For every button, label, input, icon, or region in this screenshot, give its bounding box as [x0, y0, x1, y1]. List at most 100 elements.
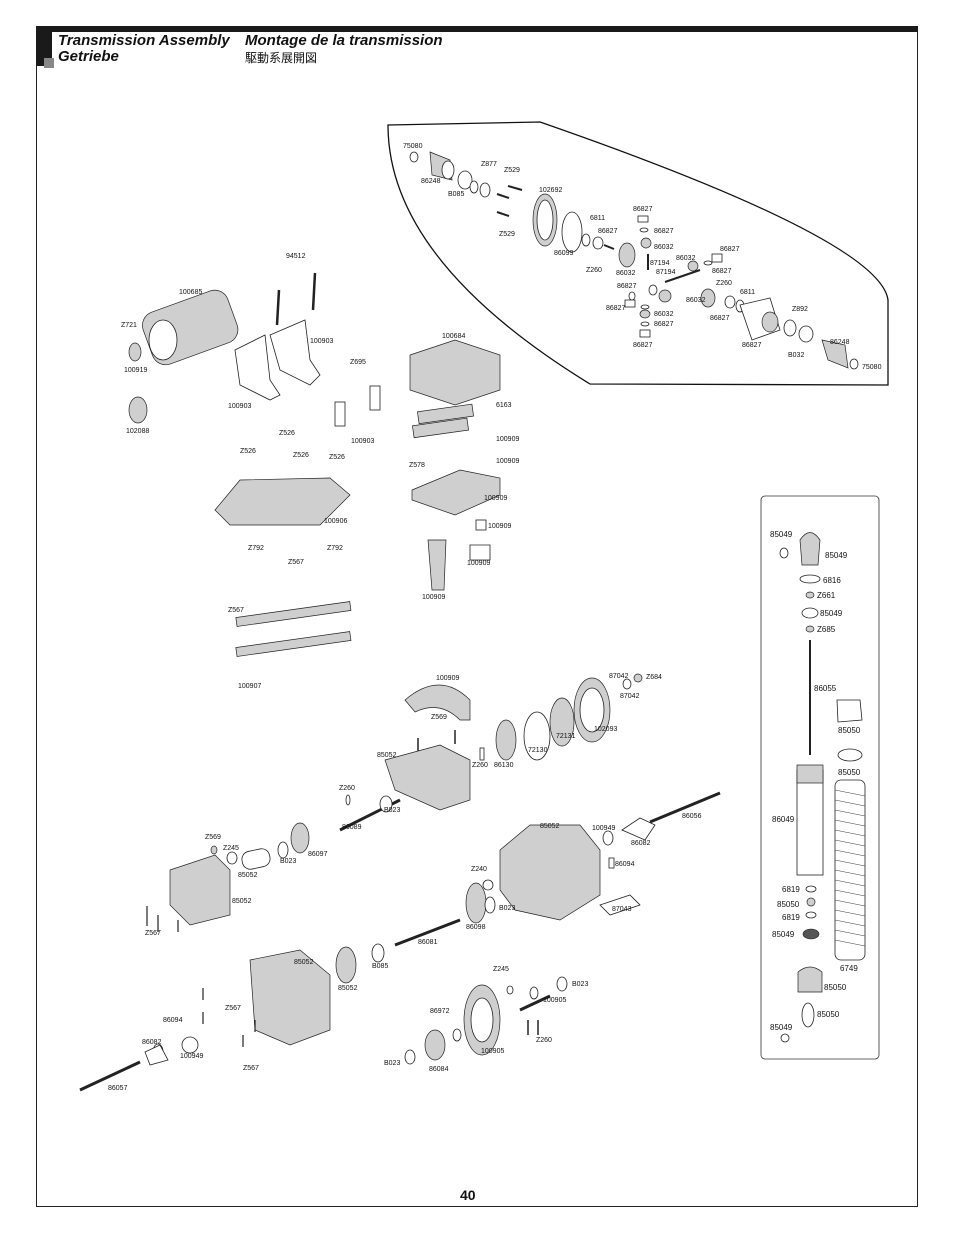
shock-label: 85050 — [838, 726, 861, 735]
part-label: Z569 — [205, 834, 221, 841]
part-label: 86827 — [654, 228, 674, 235]
middle-shafts — [146, 794, 401, 932]
part-label: 87194 — [656, 269, 676, 276]
part-label: Z260 — [586, 267, 602, 274]
part-label: 86032 — [654, 311, 674, 318]
shock-label: 85049 — [820, 609, 843, 618]
part-label: 100903 — [351, 438, 374, 445]
part-label: 86094 — [163, 1017, 183, 1024]
part-label: Z260 — [472, 762, 488, 769]
part-label: B023 — [280, 858, 296, 865]
part-label: B085 — [448, 191, 464, 198]
shock-label: 6749 — [840, 964, 858, 973]
part-label: Z569 — [431, 714, 447, 721]
part-label: Z567 — [145, 930, 161, 937]
part-label: 75080 — [862, 364, 882, 371]
part-label: Z245 — [223, 845, 239, 852]
shock-label: 85049 — [770, 530, 793, 539]
part-label: 100905 — [543, 997, 566, 1004]
part-label: B023 — [384, 807, 400, 814]
part-label: 100903 — [310, 338, 333, 345]
part-label: 86057 — [108, 1085, 128, 1092]
part-label: 100909 — [467, 560, 490, 567]
part-label: 86130 — [494, 762, 514, 769]
header-tab-shadow — [44, 58, 54, 68]
part-label: 100905 — [481, 1048, 504, 1055]
part-label: Z567 — [228, 607, 244, 614]
part-label: B023 — [384, 1060, 400, 1067]
part-label: Z260 — [716, 280, 732, 287]
part-label: 86032 — [654, 244, 674, 251]
part-label: 100909 — [436, 675, 459, 682]
shock-label: 85049 — [772, 930, 795, 939]
part-label: 100909 — [488, 523, 511, 530]
part-label: 86082 — [631, 840, 651, 847]
part-label: 94512 — [286, 253, 306, 260]
shock-label: Z661 — [817, 591, 836, 600]
header-tab — [36, 26, 52, 66]
diff-parts — [409, 151, 859, 370]
part-label: B032 — [788, 352, 804, 359]
part-label: 100949 — [592, 825, 615, 832]
part-label: Z877 — [481, 161, 497, 168]
shock-label: 85050 — [817, 1010, 840, 1019]
spur-gear-group — [384, 673, 643, 811]
shock-label: Z685 — [817, 625, 836, 634]
part-label: 86084 — [429, 1066, 449, 1073]
part-label: B085 — [372, 963, 388, 970]
part-label: Z684 — [646, 674, 662, 681]
part-label: 86032 — [686, 297, 706, 304]
part-label: 86827 — [720, 246, 740, 253]
part-label: 87042 — [620, 693, 640, 700]
chassis-braces — [235, 601, 352, 657]
shock-label: 6819 — [782, 913, 800, 922]
part-label: 85052 — [294, 959, 314, 966]
part-label: 86032 — [616, 270, 636, 277]
part-label: Z240 — [471, 866, 487, 873]
page-number: 40 — [460, 1187, 476, 1203]
part-label: Z526 — [279, 430, 295, 437]
part-label: B023 — [572, 981, 588, 988]
part-labels: 75080 86248 B085 Z877 Z529 Z529 102692 8… — [108, 143, 882, 1092]
part-label: 100907 — [238, 683, 261, 690]
part-label: Z567 — [243, 1065, 259, 1072]
part-label: 86089 — [342, 824, 362, 831]
part-label: Z792 — [248, 545, 264, 552]
shock-label: 86049 — [772, 815, 795, 824]
part-label: 100949 — [180, 1053, 203, 1060]
part-label: Z721 — [121, 322, 137, 329]
part-label: 72130 — [528, 747, 548, 754]
part-label: 87194 — [650, 260, 670, 267]
part-label: Z529 — [504, 167, 520, 174]
part-label: Z892 — [792, 306, 808, 313]
part-label: 85052 — [377, 752, 397, 759]
part-label: Z260 — [339, 785, 355, 792]
part-label: Z245 — [493, 966, 509, 973]
part-label: 86099 — [554, 250, 574, 257]
part-label: 86827 — [633, 206, 653, 213]
esc-parts — [409, 339, 501, 591]
part-label: Z567 — [288, 559, 304, 566]
part-label: B023 — [499, 905, 515, 912]
part-label: 85052 — [540, 823, 560, 830]
part-label: 86098 — [466, 924, 486, 931]
center-gearbox — [335, 791, 721, 984]
title-french: Montage de la transmission — [245, 32, 443, 49]
part-label: 86248 — [421, 178, 441, 185]
shock-label: 6819 — [782, 885, 800, 894]
part-label: 86097 — [308, 851, 328, 858]
shock-parts — [779, 532, 866, 1043]
shock-label: 86055 — [814, 684, 837, 693]
shock-label: 85049 — [825, 551, 848, 560]
part-label: 100903 — [228, 403, 251, 410]
part-label: 86827 — [606, 305, 626, 312]
part-label: 6811 — [740, 289, 755, 296]
part-label: 87043 — [612, 906, 632, 913]
part-label: 6163 — [496, 402, 512, 409]
part-label: 86032 — [676, 255, 696, 262]
title-english: Transmission Assembly — [58, 32, 230, 49]
part-label: 102088 — [126, 428, 149, 435]
part-label: 72131 — [556, 733, 576, 740]
shock-label: 85049 — [770, 1023, 793, 1032]
